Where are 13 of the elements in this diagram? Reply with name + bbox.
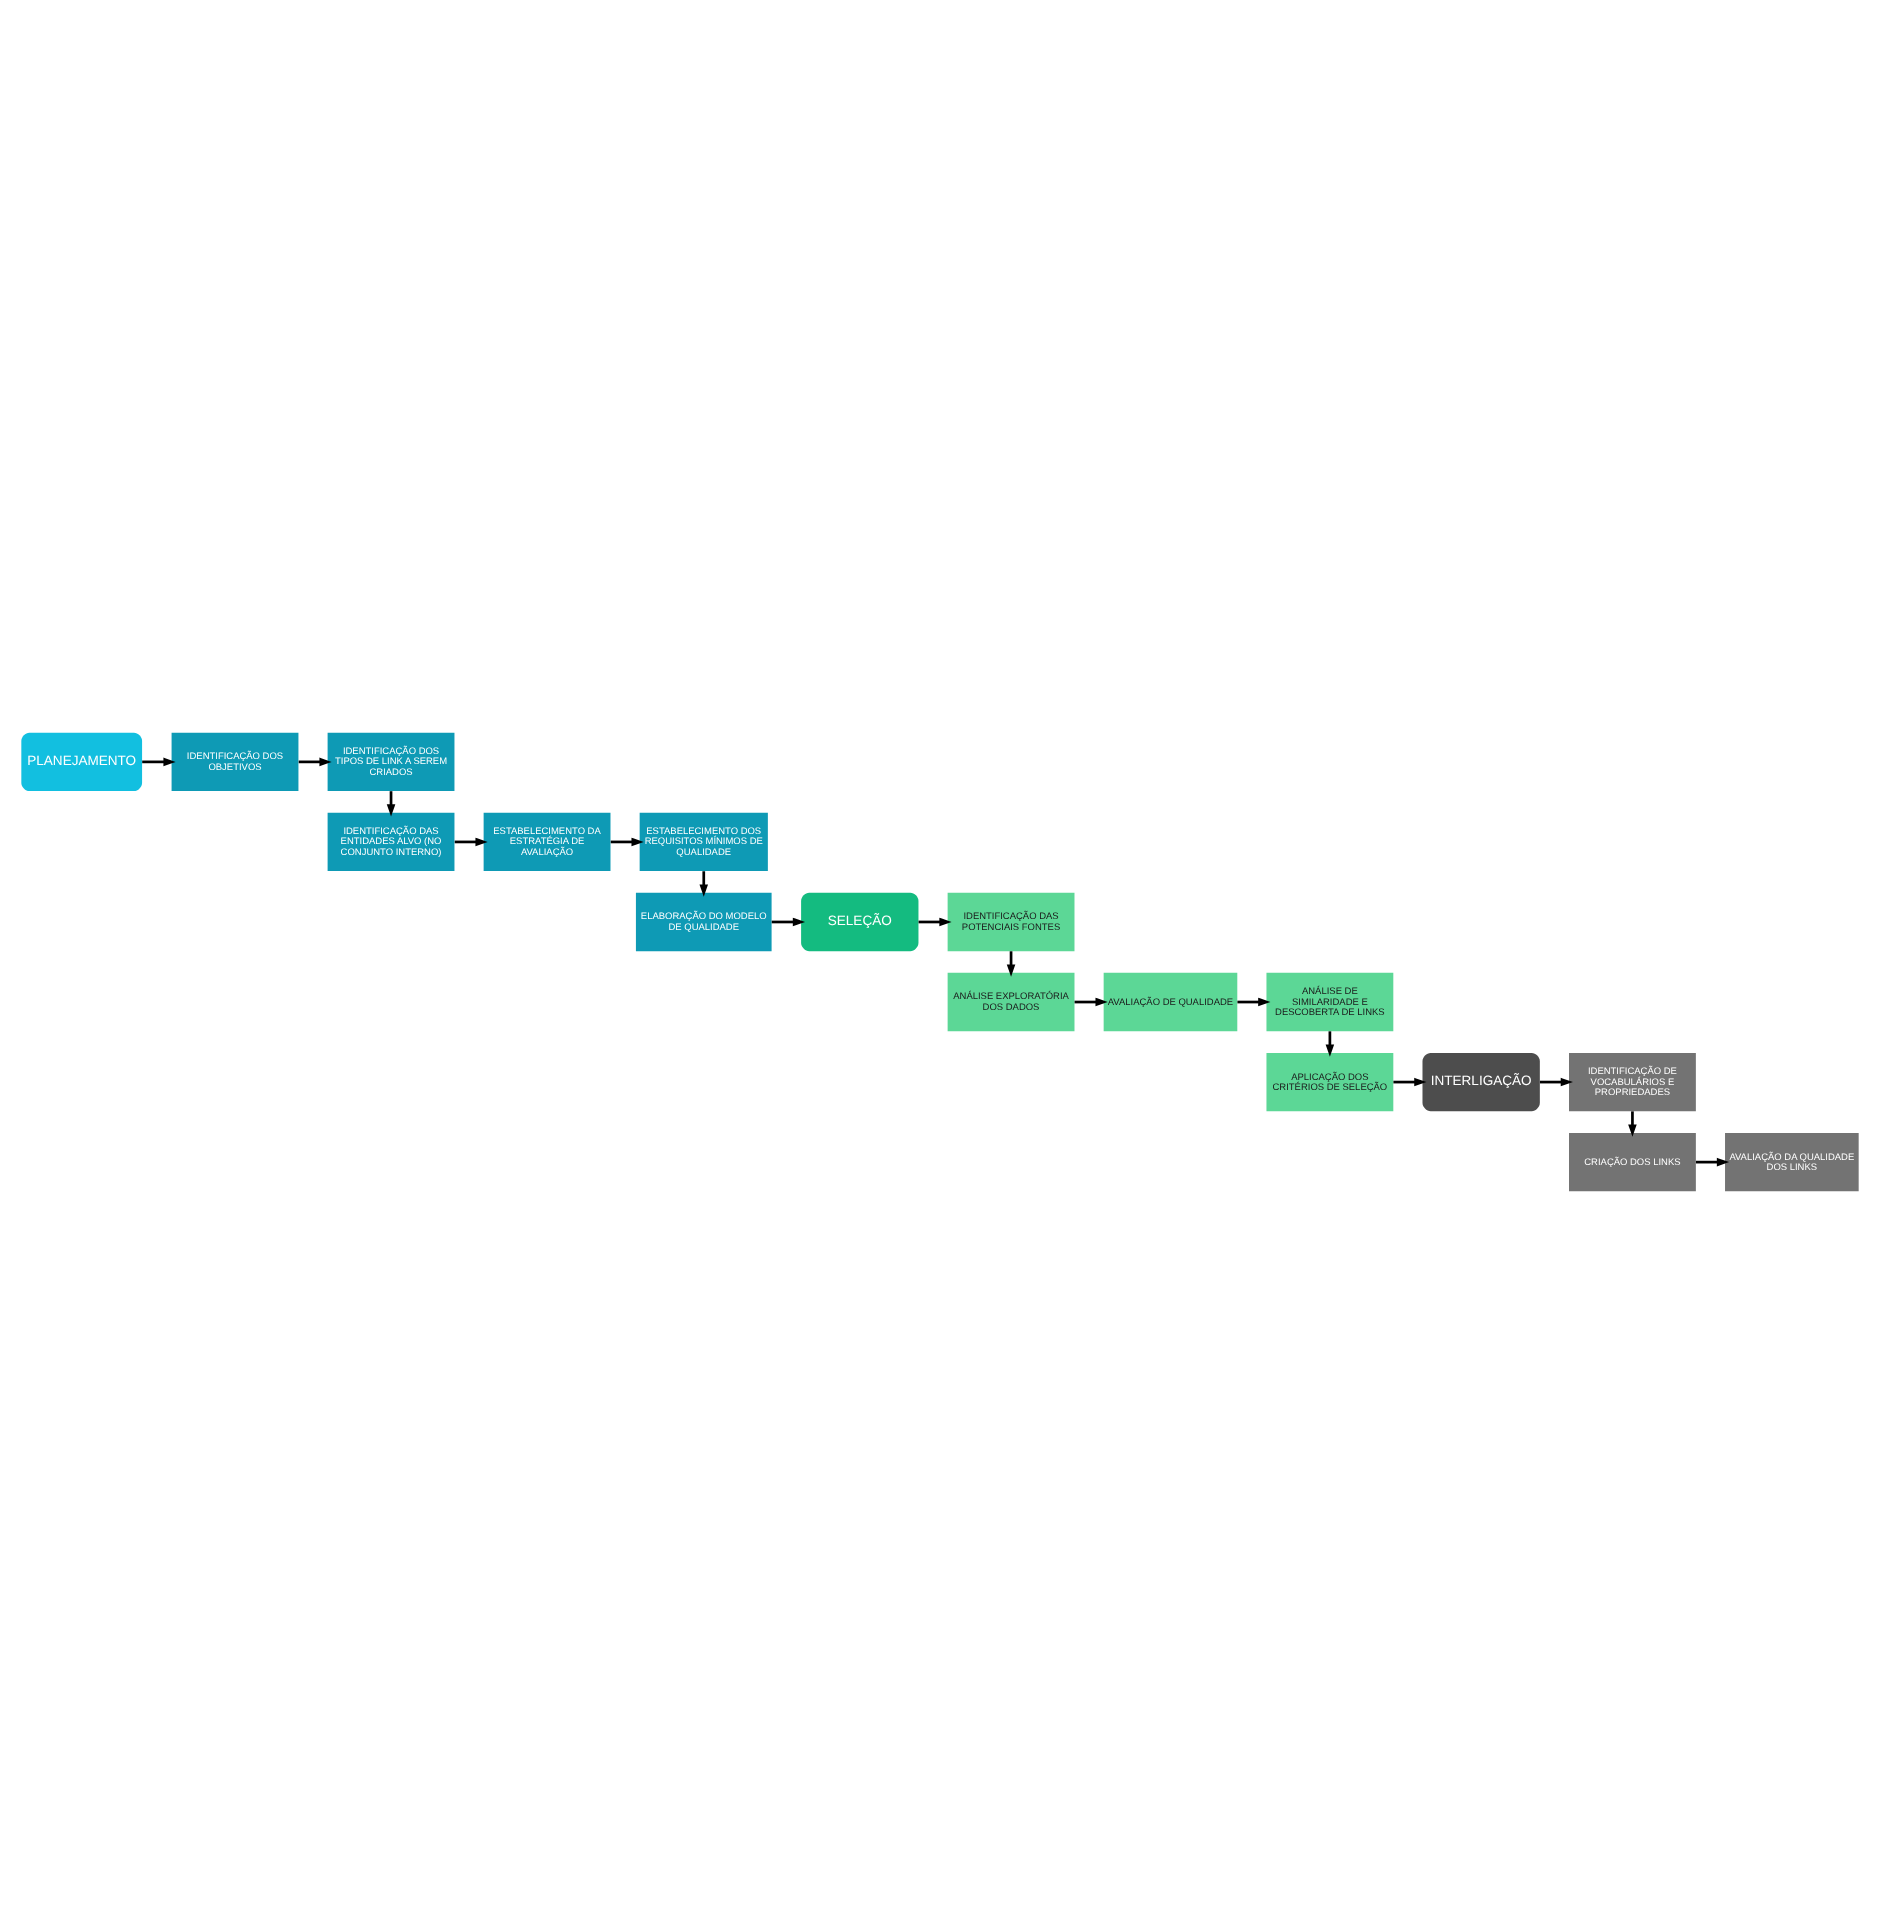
arrow (298, 756, 332, 766)
arrow (771, 916, 806, 926)
arrow (1539, 1076, 1573, 1086)
arrow (1237, 996, 1271, 1006)
arrow (918, 916, 952, 926)
arrow (1393, 1076, 1427, 1086)
arrow (1695, 1156, 1730, 1166)
arrow (610, 836, 644, 846)
arrow (699, 870, 709, 896)
arrow (1628, 1110, 1637, 1136)
arrow (142, 756, 176, 766)
arrow (454, 836, 488, 846)
arrow (1074, 996, 1108, 1006)
